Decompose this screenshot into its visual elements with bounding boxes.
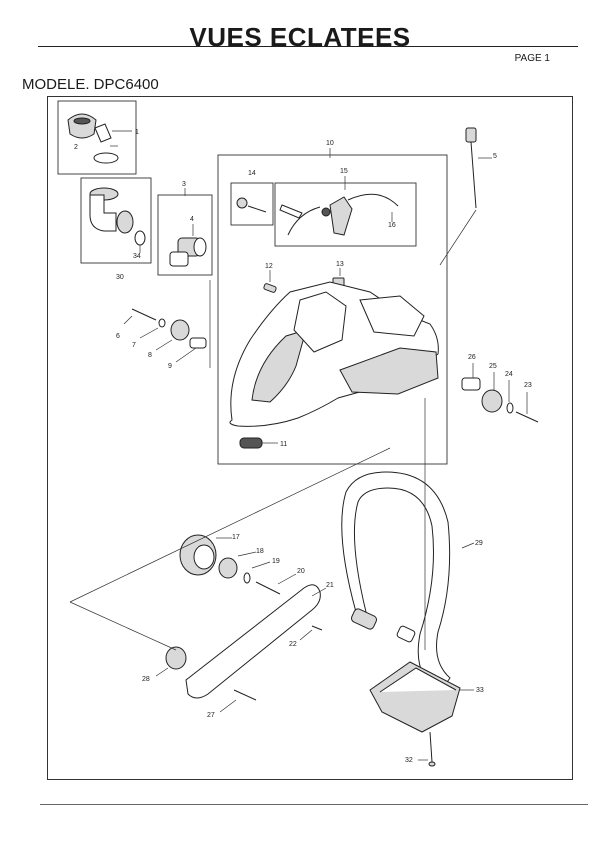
callout-16: 16 bbox=[388, 222, 396, 229]
long-bolt-part bbox=[465, 127, 477, 209]
cap-seal-part bbox=[93, 152, 119, 164]
bottom-rule bbox=[40, 804, 588, 805]
callout-28: 28 bbox=[142, 676, 150, 683]
screw-32-part bbox=[428, 731, 436, 767]
callout-10: 10 bbox=[326, 140, 334, 147]
callout-32: 32 bbox=[405, 757, 413, 764]
callout-26: 26 bbox=[468, 354, 476, 361]
callout-30: 30 bbox=[116, 274, 124, 281]
spring-pin-part bbox=[236, 197, 267, 213]
callout-29: 29 bbox=[475, 540, 483, 547]
callout-19: 19 bbox=[272, 558, 280, 565]
callout-15: 15 bbox=[340, 168, 348, 175]
front-handle-bar-part bbox=[341, 471, 451, 693]
callout-1: 1 bbox=[135, 129, 139, 136]
trigger-assembly-part bbox=[279, 193, 399, 236]
callout-12: 12 bbox=[265, 263, 273, 270]
front-cover-part bbox=[369, 661, 461, 733]
callout-7: 7 bbox=[132, 342, 136, 349]
callout-2: 2 bbox=[74, 144, 78, 151]
callout-17: 17 bbox=[232, 534, 240, 541]
model-label: MODELE. DPC6400 bbox=[22, 76, 159, 93]
callout-25: 25 bbox=[489, 363, 497, 370]
bushing-part bbox=[169, 237, 207, 267]
part-12-pin bbox=[263, 283, 277, 293]
box-fuel-cap-assembly bbox=[80, 177, 152, 264]
handle-cushion-part bbox=[239, 437, 263, 449]
callout-6: 6 bbox=[116, 333, 120, 340]
callout-22: 22 bbox=[289, 641, 297, 648]
box-main-handle bbox=[217, 154, 448, 465]
callout-9: 9 bbox=[168, 363, 172, 370]
callout-27: 27 bbox=[207, 712, 215, 719]
box-trigger-assembly bbox=[274, 182, 417, 247]
callout-24: 24 bbox=[505, 371, 513, 378]
callout-5: 5 bbox=[493, 153, 497, 160]
page-title: VUES ECLATEES bbox=[189, 22, 411, 52]
box-cap-assembly bbox=[57, 100, 137, 175]
callout-23: 23 bbox=[524, 382, 532, 389]
diagram-frame bbox=[47, 96, 573, 780]
callout-18: 18 bbox=[256, 548, 264, 555]
callout-4: 4 bbox=[190, 216, 194, 223]
left-mount-parts bbox=[131, 308, 207, 349]
callout-3: 3 bbox=[182, 181, 186, 188]
callout-8: 8 bbox=[148, 352, 152, 359]
callout-33: 33 bbox=[476, 687, 484, 694]
callout-21: 21 bbox=[326, 582, 334, 589]
fuel-cap-part bbox=[67, 113, 112, 143]
filler-neck-part bbox=[89, 187, 146, 246]
rear-handle-part bbox=[229, 281, 439, 427]
right-mount-parts bbox=[461, 377, 539, 423]
callout-14: 14 bbox=[248, 170, 256, 177]
callout-34: 34 bbox=[133, 253, 141, 260]
box-part-14 bbox=[230, 182, 274, 226]
callout-13: 13 bbox=[336, 261, 344, 268]
callout-20: 20 bbox=[297, 568, 305, 575]
page-number: PAGE 1 bbox=[514, 53, 550, 64]
callout-11: 11 bbox=[280, 441, 287, 448]
title-rule bbox=[38, 46, 578, 47]
lower-bracket-parts bbox=[165, 534, 323, 701]
